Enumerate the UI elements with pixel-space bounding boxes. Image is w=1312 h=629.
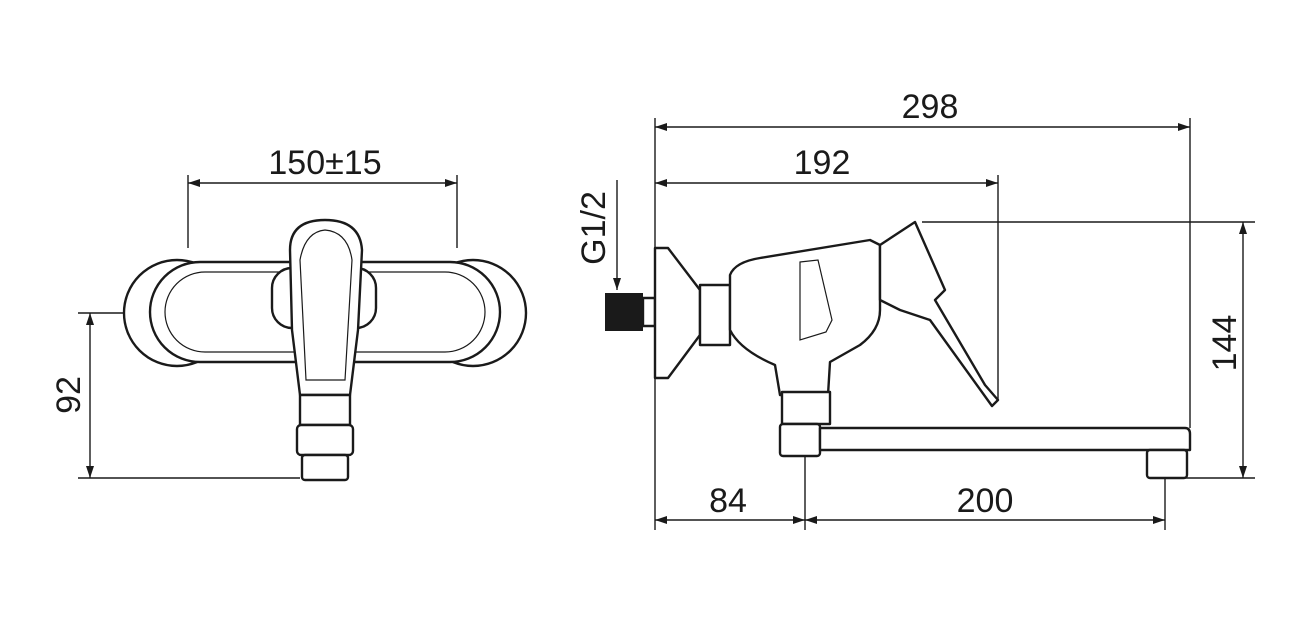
dimension-84-200: 84 200 — [655, 456, 1166, 530]
dimension-92: 92 — [50, 312, 300, 479]
thread-label: G1/2 — [575, 191, 613, 265]
dimension-label-84: 84 — [709, 482, 747, 520]
dimension-298: 298 — [654, 88, 1191, 530]
thread-callout: G1/2 — [575, 180, 621, 290]
dimension-label-298: 298 — [902, 88, 959, 126]
dimension-150: 150±15 — [187, 144, 458, 248]
dimension-192: 192 — [655, 144, 999, 400]
threaded-connector — [605, 293, 657, 331]
mixer-body — [270, 218, 378, 397]
mixer-body-side — [728, 220, 1000, 408]
dimension-label-192: 192 — [794, 144, 851, 182]
dimension-label-144: 144 — [1206, 315, 1244, 372]
spout-outlet — [295, 393, 355, 482]
hex-nut — [698, 283, 732, 347]
spout — [778, 390, 1192, 480]
dimension-label-150: 150±15 — [268, 144, 381, 182]
front-view: 150±15 92 — [50, 144, 528, 482]
side-view: 298 192 G1/2 144 84 200 — [575, 88, 1255, 530]
dimension-144: 144 — [922, 221, 1255, 479]
dimension-label-200: 200 — [957, 482, 1014, 520]
dimension-label-92: 92 — [50, 376, 88, 414]
wall-flange — [653, 246, 702, 380]
